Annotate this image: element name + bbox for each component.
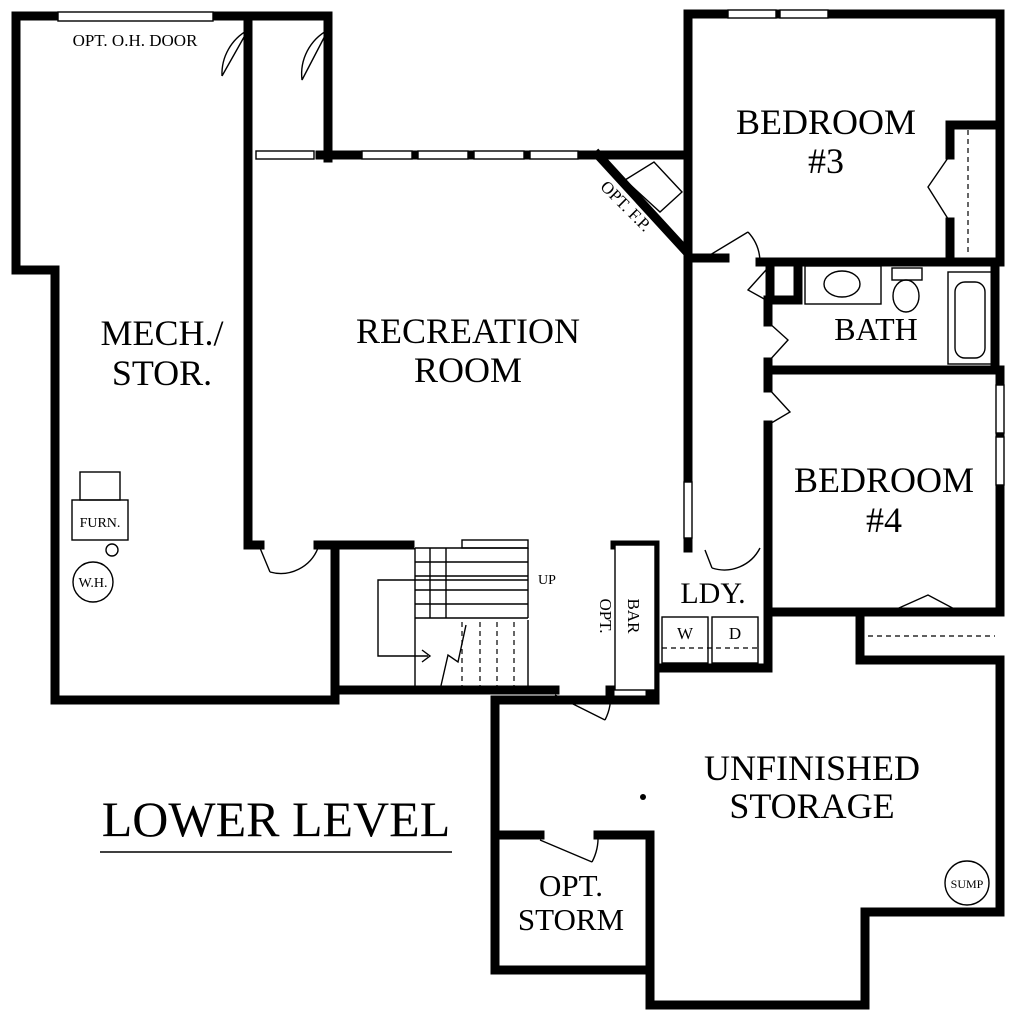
washer	[661, 616, 709, 664]
level-title: LOWER LEVEL	[102, 791, 451, 847]
bar-label-bar: BAR	[624, 599, 643, 635]
fixtures	[71, 161, 993, 906]
support-post	[640, 794, 646, 800]
furnace	[79, 471, 121, 501]
dryer	[711, 616, 759, 664]
stairs	[377, 539, 656, 691]
unfinished-label-2: STORAGE	[729, 786, 894, 826]
dryer-label: D	[729, 624, 741, 643]
windows	[57, 9, 1005, 539]
room-labels: MECH./ STOR. RECREATION ROOM BEDROOM #3 …	[100, 102, 974, 937]
bath-label: BATH	[834, 311, 918, 347]
doors	[221, 29, 995, 863]
level-title-group: LOWER LEVEL	[100, 791, 452, 853]
walls	[11, 9, 1005, 1010]
oh-door-label: OPT. O.H. DOOR	[73, 31, 198, 50]
water-heater	[72, 561, 114, 603]
bedroom4-label: BEDROOM	[794, 460, 974, 500]
bar-label-opt: OPT.	[596, 598, 615, 633]
storm-label: OPT.	[539, 868, 603, 903]
laundry-label: LDY.	[680, 577, 745, 610]
bedroom3-label: BEDROOM	[736, 102, 916, 142]
furnace-label: FURN.	[80, 516, 121, 531]
recreation-label-2: ROOM	[414, 350, 522, 390]
water-heater-label: W.H.	[78, 576, 107, 591]
sump-pit	[944, 860, 990, 906]
unfinished-label: UNFINISHED	[704, 748, 920, 788]
stairs-up-label: UP	[538, 573, 556, 588]
sump-label: SUMP	[951, 877, 984, 891]
bedroom3-number: #3	[808, 141, 844, 181]
bedroom4-number: #4	[866, 500, 902, 540]
storm-label-2: STORM	[518, 902, 624, 937]
washer-label: W	[677, 624, 694, 643]
mech-stor-label-2: STOR.	[112, 353, 212, 393]
recreation-label: RECREATION	[356, 311, 580, 351]
mech-stor-label: MECH./	[100, 313, 223, 353]
